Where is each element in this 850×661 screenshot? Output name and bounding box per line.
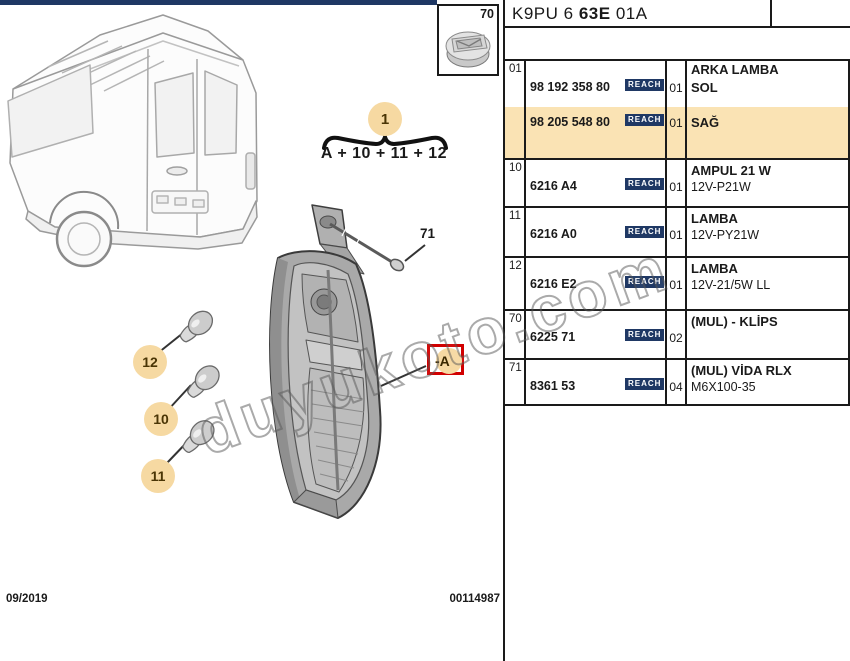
row-ref: 71 (509, 362, 522, 374)
description-line1: LAMBA (691, 261, 738, 276)
catalog-code-bold: 63E (578, 4, 611, 23)
catalog-code: K9PU 6 63E 01A (512, 4, 648, 24)
table-row-lamba-215w[interactable]: 12 6216 E2 REACH 01 LAMBA 12V-21/5W LL (505, 256, 848, 309)
description-line2: M6X100-35 (691, 380, 756, 394)
bulb-illustration (182, 420, 215, 454)
quantity: 01 (669, 228, 683, 242)
table-row-vida[interactable]: 71 8361 53 REACH 04 (MUL) VİDA RLX M6X10… (505, 358, 848, 404)
description-line1: (MUL) - KLİPS (691, 314, 778, 329)
callout-bulb-10: 10 (144, 402, 178, 436)
part-number: 8361 53 (530, 379, 576, 393)
screw-illustration (329, 222, 405, 272)
table-row-arka-lamba[interactable]: 01 98 192 358 80 REACH 01 ARKA LAMBA SOL… (505, 61, 848, 158)
reach-badge[interactable]: REACH (625, 226, 665, 238)
description-line1: AMPUL 21 W (691, 163, 771, 178)
row-ref: 12 (509, 260, 522, 272)
quantity: 01 (669, 81, 683, 95)
quantity: 01 (669, 180, 683, 194)
column-separator (524, 61, 526, 404)
description-line2: 12V-PY21W (691, 228, 760, 242)
part-number: 98 192 358 80 (530, 80, 610, 94)
quantity: 01 (669, 116, 683, 130)
reach-badge[interactable]: REACH (625, 329, 665, 341)
description-line2: SOL (691, 80, 718, 95)
description-line2: 12V-P21W (691, 180, 751, 194)
description-line1: ARKA LAMBA (691, 62, 779, 77)
table-row-ampul[interactable]: 10 6216 A4 REACH 01 AMPUL 21 W 12V-P21W (505, 158, 848, 206)
bulb-illustration (179, 310, 214, 343)
table-row-klips[interactable]: 70 6225 71 REACH 02 (MUL) - KLİPS (505, 309, 848, 358)
column-separator (665, 61, 667, 404)
parts-table: 01 98 192 358 80 REACH 01 ARKA LAMBA SOL… (503, 59, 850, 406)
callout-bulb-12: 12 (133, 345, 167, 379)
quantity: 01 (669, 278, 683, 292)
assembly-marker-circle (436, 348, 462, 374)
callout-screw-71: 71 (420, 226, 436, 241)
clip-ref-number: 70 (480, 7, 494, 21)
quantity: 04 (669, 380, 683, 394)
edition-date: 09/2019 (6, 593, 48, 605)
group-formula: A + 10 + 11 + 12 (320, 145, 448, 162)
callout-group-1: 1 (368, 102, 402, 136)
clip-icon (445, 31, 491, 68)
table-row-lamba-py21w[interactable]: 11 6216 A0 REACH 01 LAMBA 12V-PY21W (505, 206, 848, 256)
header-underline (505, 26, 850, 28)
top-accent-bar (0, 0, 437, 5)
van-rear-illustration (7, 14, 258, 268)
brace (322, 129, 448, 150)
reach-badge[interactable]: REACH (625, 114, 665, 126)
part-number: 6216 A4 (530, 179, 577, 193)
catalog-code-suffix: 01A (615, 4, 648, 23)
document-number: 00114987 (449, 593, 500, 605)
part-number: 6216 E2 (530, 277, 577, 291)
quantity: 02 (669, 331, 683, 345)
description-line1: SAĞ (691, 115, 720, 130)
part-number: 98 205 548 80 (530, 115, 610, 129)
bulb-illustration (187, 365, 220, 398)
column-separator (685, 61, 687, 404)
reach-badge[interactable]: REACH (625, 276, 665, 288)
tail-lamp-illustration (269, 204, 382, 519)
part-number: 6225 71 (530, 330, 576, 344)
reach-badge[interactable]: REACH (625, 378, 665, 390)
assembly-marker-label: -A (435, 353, 450, 369)
clip-reference-box: 70 (437, 4, 499, 76)
reach-badge[interactable]: REACH (625, 79, 665, 91)
description-line2: 12V-21/5W LL (691, 278, 771, 292)
assembly-marker-a: -A (427, 344, 464, 375)
part-number: 6216 A0 (530, 227, 577, 241)
row-ref: 01 (509, 63, 522, 75)
header-divider (770, 0, 772, 28)
reach-badge[interactable]: REACH (625, 178, 665, 190)
catalog-code-prefix: K9PU 6 (512, 4, 574, 23)
row-ref: 70 (509, 313, 522, 325)
selected-variant-highlight (505, 107, 848, 158)
row-ref: 11 (509, 210, 521, 222)
row-ref: 10 (509, 162, 522, 174)
description-line1: LAMBA (691, 211, 738, 226)
description-line1: (MUL) VİDA RLX (691, 363, 792, 378)
callout-bulb-11: 11 (141, 459, 175, 493)
